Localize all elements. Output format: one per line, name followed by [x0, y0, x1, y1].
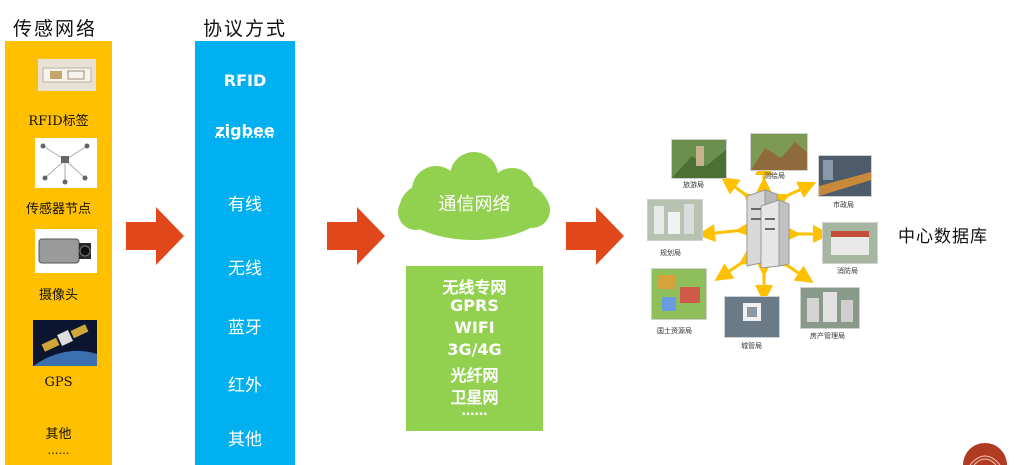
protocol-wireless: 无线 [228, 259, 262, 279]
protocol-zigbee: zigbee [215, 121, 275, 140]
protocol-panel: RFID zigbee 有线 无线 蓝牙 红外 其他 [195, 41, 295, 465]
network-cloud-label: 通信网络 [438, 194, 511, 215]
network-item: 卫星网 [450, 388, 499, 407]
protocol-wired: 有线 [228, 195, 262, 215]
flow-arrow-2 [327, 207, 385, 265]
dept-label-land: 国土资源局 [657, 327, 692, 335]
dept-label-urban: 城管局 [741, 342, 762, 350]
protocol-infrared: 红外 [228, 376, 262, 396]
dept-thumb-municipal [818, 155, 872, 197]
sensor-label-rfid: RFID标签 [28, 114, 89, 129]
dept-label-survey: 测绘局 [764, 172, 785, 180]
camera-icon [35, 229, 97, 273]
protocol-rfid: RFID [223, 71, 267, 90]
dept-thumb-survey [750, 133, 808, 171]
dept-label-planning: 规划局 [660, 249, 681, 257]
dept-thumb-urban [724, 296, 780, 338]
network-item: 无线专网 [442, 278, 507, 297]
dept-label-tourism: 旅游局 [683, 181, 704, 189]
sensor-label-other: 其他 [45, 427, 72, 442]
dept-thumb-planning [647, 199, 703, 241]
network-item: 光纤网 [450, 366, 499, 385]
network-item: 3G/4G [447, 340, 502, 359]
dept-label-housing: 房产管理局 [810, 332, 845, 340]
network-item-ellipsis: …… [461, 404, 488, 419]
server-icon [746, 189, 790, 268]
dept-label-fire: 消防局 [837, 267, 858, 275]
dept-thumb-land [651, 268, 707, 320]
protocol-other: 其他 [228, 430, 262, 450]
sensor-label-node: 传感器节点 [25, 202, 91, 217]
network-cloud-icon [398, 152, 550, 240]
sensor-label-camera: 摄像头 [38, 288, 78, 303]
network-item: WIFI [454, 318, 495, 337]
protocol-title: 协议方式 [203, 18, 288, 40]
network-item: GPRS [450, 296, 499, 315]
network-type-box: 无线专网 GPRS WIFI 3G/4G 光纤网 卫星网 …… [406, 266, 543, 431]
sensor-panel: RFID标签 传感器节点 摄像头 GPS 其他 …… [5, 41, 112, 465]
flow-arrow-1 [126, 207, 184, 265]
slide-ornament-icon [963, 443, 1007, 465]
dept-label-municipal: 市政局 [833, 201, 854, 209]
protocol-bluetooth: 蓝牙 [228, 318, 262, 338]
sensor-network-title: 传感网络 [13, 18, 98, 40]
dept-thumb-fire [822, 222, 878, 264]
sensor-node-diagram-icon [35, 138, 97, 188]
rfid-tag-icon [38, 59, 96, 91]
dept-thumb-tourism [671, 139, 727, 179]
sensor-label-gps: GPS [44, 375, 73, 390]
satellite-icon [33, 320, 97, 366]
flow-arrow-3 [566, 207, 624, 265]
datacenter-spokes [697, 157, 831, 303]
sensor-label-ellipsis: …… [47, 444, 70, 457]
central-database-label: 中心数据库 [898, 227, 988, 247]
dept-thumb-housing [800, 287, 860, 329]
